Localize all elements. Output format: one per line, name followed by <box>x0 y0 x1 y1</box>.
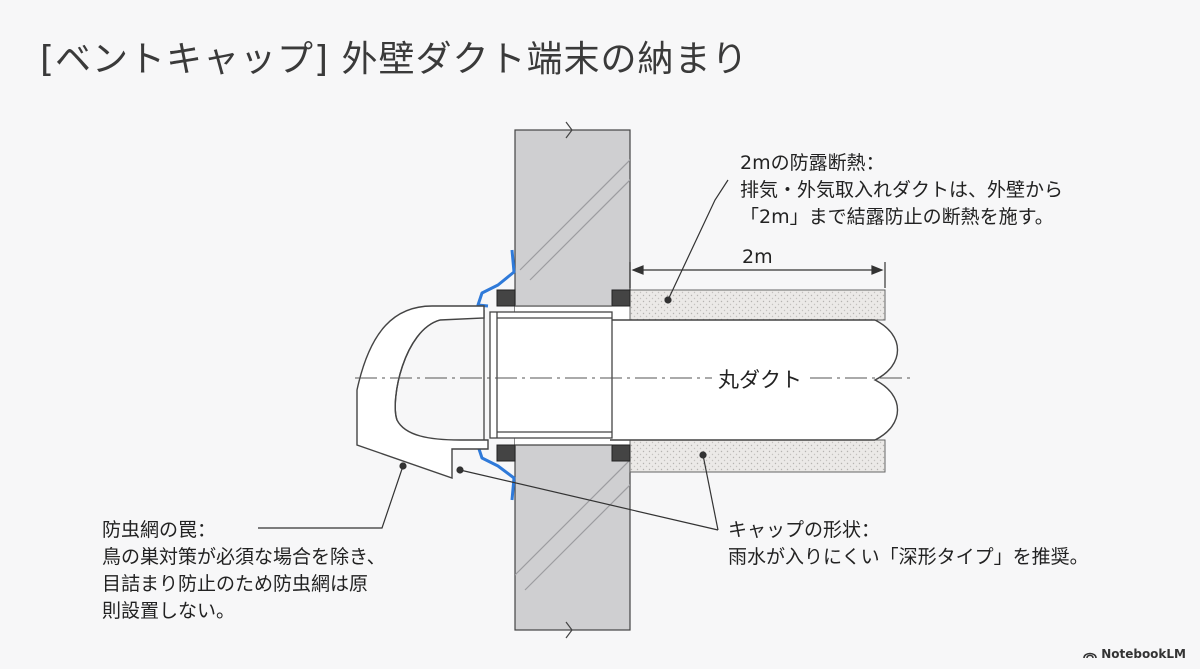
callout-line: 「2m」まで結露防止の断熱を施す。 <box>740 206 1054 228</box>
page-title: [ベントキャップ] 外壁ダクト端末の納まり <box>40 39 749 80</box>
vent-cap-hood <box>356 305 489 479</box>
duct-label: 丸ダクト <box>712 364 808 394</box>
callout-insulation: 2mの防露断熱： 排気・外気取入れダクトは、外壁から 「2m」まで結露防止の断熱… <box>740 150 1063 231</box>
callout-line: 鳥の巣対策が必須な場合を除き、 <box>102 546 386 568</box>
dimension-label: 2m <box>742 246 773 268</box>
callout-line: 目詰まり防止のため防虫網は原 <box>102 573 369 595</box>
callout-line: 雨水が入りにくい「深形タイプ」を推奨。 <box>728 546 1089 568</box>
callout-heading: 2mの防露断熱： <box>740 152 885 174</box>
notebooklm-icon <box>1083 652 1097 659</box>
seal-blocks <box>496 289 631 462</box>
brand-logo: NotebookLM <box>1083 647 1186 661</box>
callout-line: 排気・外気取入れダクトは、外壁から <box>740 179 1064 201</box>
callout-heading: 防虫網の罠： <box>102 519 217 541</box>
leader-lines <box>258 179 729 531</box>
callout-mesh: 防虫網の罠： 鳥の巣対策が必須な場合を除き、 目詰まり防止のため防虫網は原 則設… <box>102 517 386 625</box>
dimension-line <box>629 262 886 288</box>
brand-label: NotebookLM <box>1101 647 1186 661</box>
callout-cap: キャップの形状： 雨水が入りにくい「深形タイプ」を推奨。 <box>728 517 1089 571</box>
callout-heading: キャップの形状： <box>728 519 881 541</box>
callout-line: 則設置しない。 <box>102 600 236 622</box>
vent-cap-sleeve <box>483 310 613 440</box>
